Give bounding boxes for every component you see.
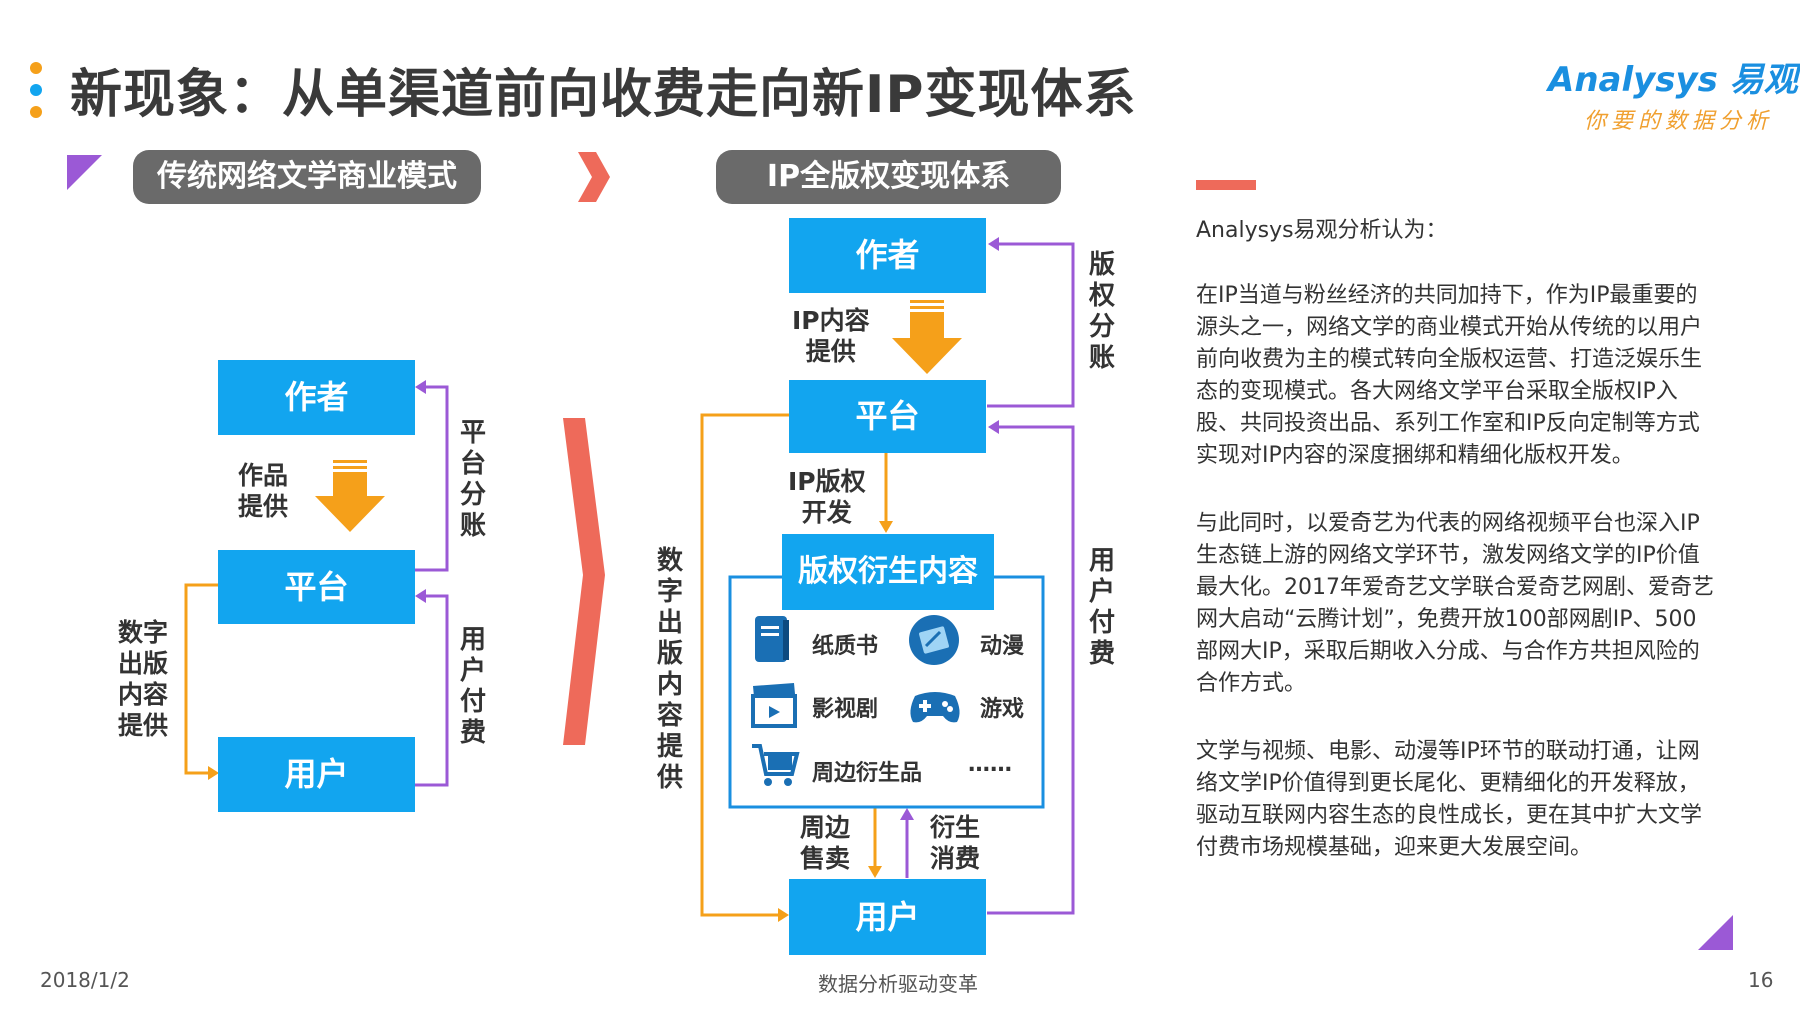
ip-dev-label: IP版权 开发: [788, 467, 866, 527]
book-icon: [753, 614, 791, 664]
analysys-logo: Analysys 易观 你要的数据分析: [1548, 52, 1798, 135]
footer-slogan: 数据分析驱动变革: [818, 972, 978, 996]
logo-slogan: 你要的数据分析: [1583, 109, 1773, 134]
title-bullet: [30, 62, 44, 128]
heading-chevron: [578, 152, 610, 202]
left-heading: 传统网络文学商业模式: [133, 150, 481, 204]
digital-publish-line-left: [184, 583, 218, 775]
digital-publish-line-right: [700, 413, 790, 917]
corner-triangle-top-left: [67, 155, 102, 190]
derivative-consume-label: 衍生 消费: [930, 813, 981, 873]
right-user-pay-label: 用户付费: [1088, 546, 1115, 669]
right-platform-box: 平台: [789, 380, 986, 453]
clapperboard-icon: [750, 682, 798, 728]
item-film-tv: 影视剧: [812, 697, 879, 722]
ip-content-arrow: [892, 338, 962, 374]
analysis-intro: Analysys易观分析认为：: [1196, 218, 1448, 243]
page-title: 新现象：从单渠道前向收费走向新IP变现体系: [70, 65, 1137, 125]
anime-icon: [908, 614, 960, 666]
left-works-supply-label: 作品 提供: [238, 461, 289, 521]
left-author-box: 作者: [218, 360, 415, 435]
right-heading: IP全版权变现体系: [716, 150, 1061, 204]
left-platform-box: 平台: [218, 550, 415, 624]
right-digital-publish-label: 数字出版内容提供: [656, 546, 683, 793]
peripheral-sale-label: 周边 售卖: [800, 813, 851, 873]
item-game: 游戏: [980, 697, 1025, 722]
item-paper-book: 纸质书: [812, 634, 879, 659]
transition-chevron: [563, 418, 605, 745]
user-pay-line: [415, 594, 449, 787]
analysis-paragraph-3: 文学与视频、电影、动漫等IP环节的联动打通，让网络文学IP价值得到更长尾化、更精…: [1196, 739, 1703, 860]
copyright-split-label: 版权分账: [1088, 250, 1115, 373]
analysis-paragraph-1: 在IP当道与粉丝经济的共同加持下，作为IP最重要的源头之一，网络文学的商业模式开…: [1196, 283, 1703, 468]
item-more: ……: [968, 752, 1012, 777]
shopping-cart-icon: [750, 742, 800, 790]
left-digital-publish-label: 数字 出版 内容 提供: [118, 618, 169, 740]
platform-split-line: [415, 385, 449, 572]
right-user-box: 用户: [789, 879, 986, 955]
left-user-pay-label: 用户付费: [459, 625, 486, 748]
item-anime: 动漫: [980, 634, 1025, 659]
page-number: 16: [1748, 968, 1774, 992]
right-author-box: 作者: [789, 218, 986, 293]
item-merchandise: 周边衍生品: [812, 761, 923, 786]
footer-date: 2018/1/2: [40, 968, 130, 992]
left-user-box: 用户: [218, 737, 415, 812]
left-platform-split-label: 平台分账: [459, 418, 486, 541]
works-supply-arrow: [315, 496, 385, 532]
corner-triangle-bottom-right: [1698, 915, 1733, 950]
derivative-title-box: 版权衍生内容: [782, 534, 994, 610]
ip-content-label: IP内容 提供: [792, 306, 870, 366]
analysis-paragraph-2: 与此同时，以爱奇艺为代表的网络视频平台也深入IP生态链上游的网络文学环节，激发网…: [1196, 511, 1714, 696]
analysis-accent-bar: [1196, 180, 1256, 190]
logo-main: Analysys 易观: [1548, 60, 1798, 100]
copyright-split-line: [987, 242, 1075, 408]
gamepad-icon: [905, 682, 965, 726]
user-pay-line-right: [987, 425, 1075, 915]
